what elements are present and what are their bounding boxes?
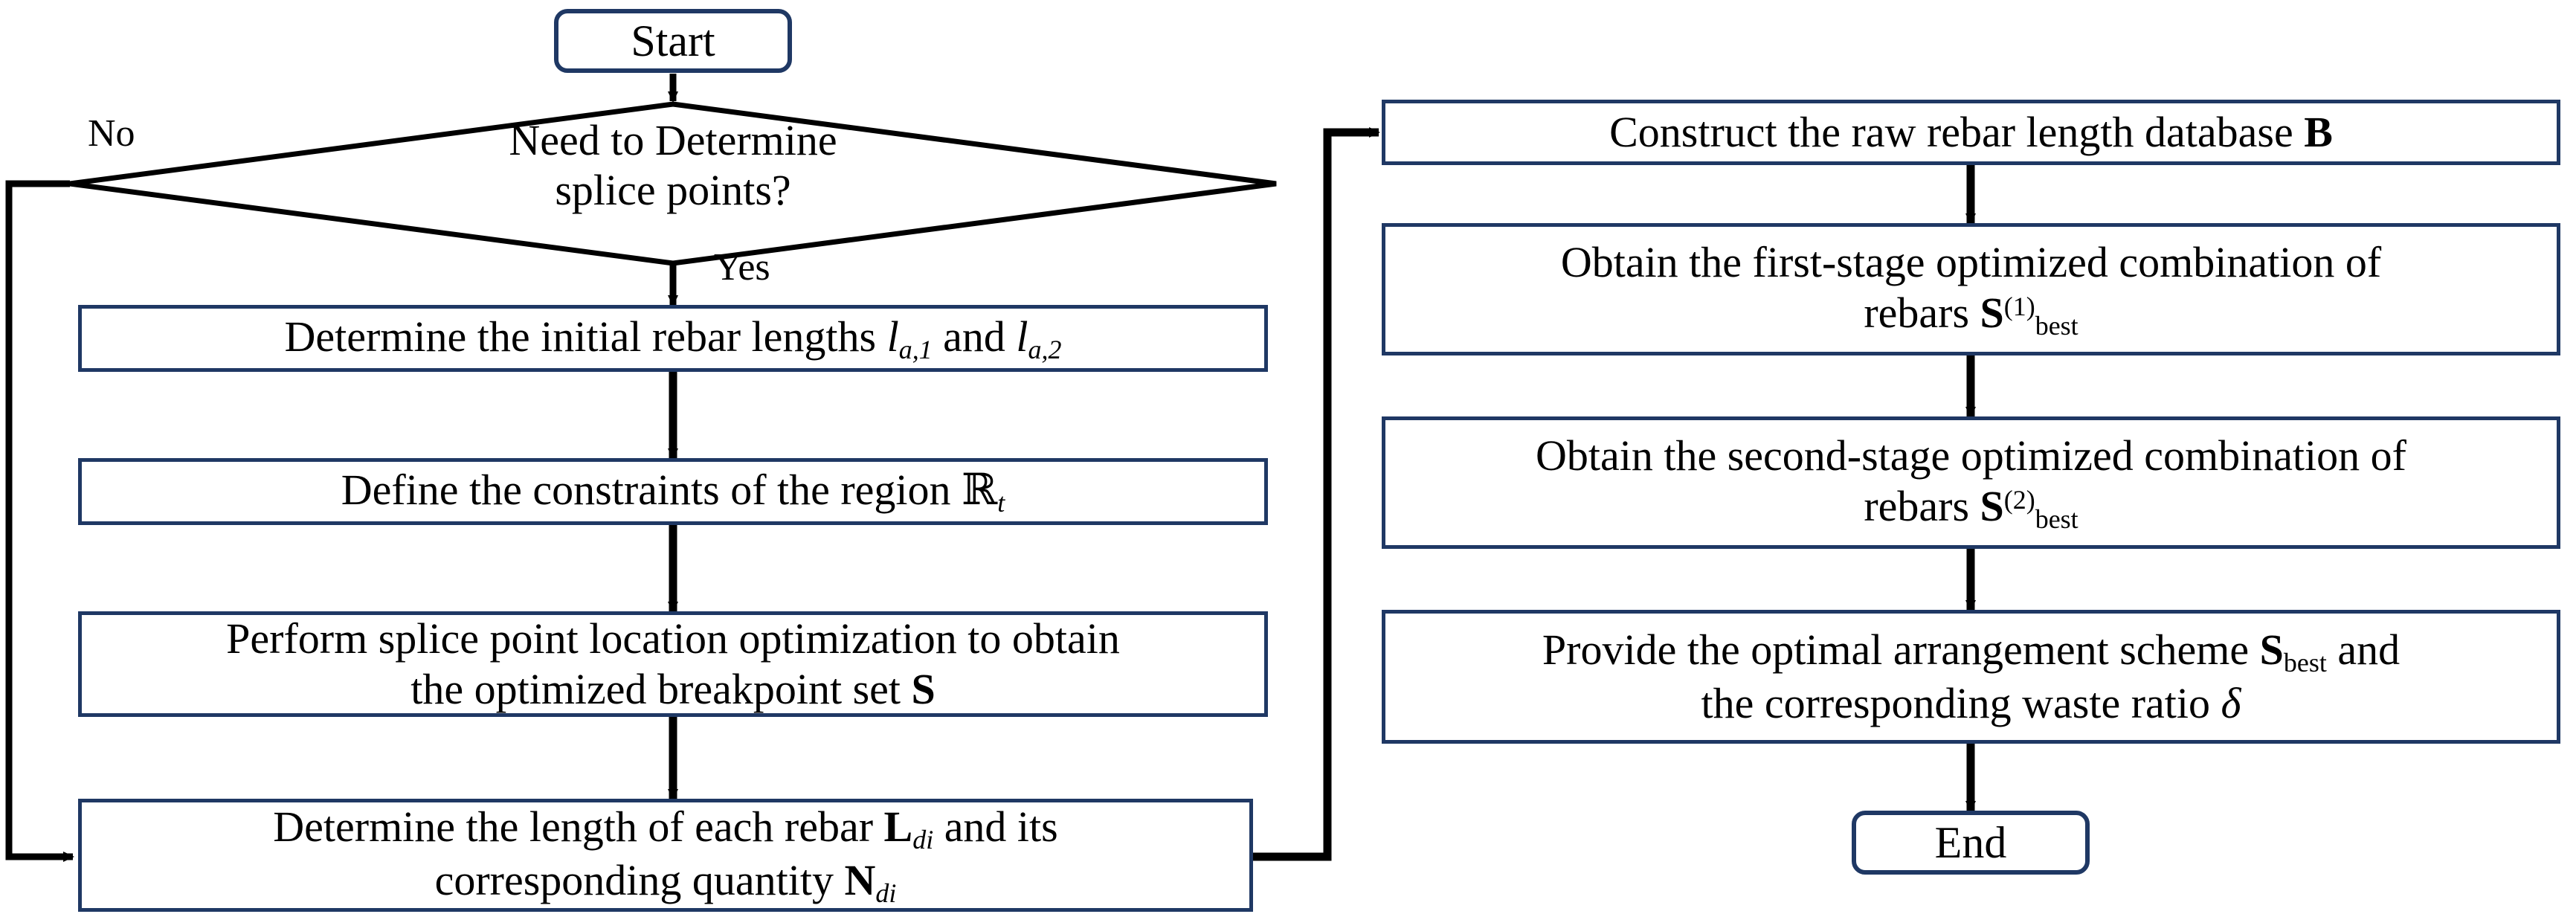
sub-la2: a,2 — [1028, 334, 1062, 364]
txt: Determine the length of each rebar — [273, 802, 884, 851]
node-splice-optimization-label: Perform splice point location optimizati… — [92, 614, 1254, 715]
node-rebar-length[interactable]: Determine the length of each rebar Ldi a… — [78, 799, 1253, 912]
var-la2: l — [1016, 312, 1028, 361]
txt: and its — [933, 802, 1058, 851]
txt: the optimized breakpoint set — [410, 665, 912, 713]
var-B: B — [2304, 107, 2333, 156]
decision-line-1: Need to Determine — [509, 116, 837, 164]
txt: Provide the optimal arrangement scheme — [1542, 625, 2260, 674]
node-start-label: Start — [631, 16, 715, 65]
node-constraints[interactable]: Define the constraints of the region ℝt — [78, 458, 1268, 525]
node-second-stage-label: Obtain the second-stage optimized combin… — [1396, 431, 2546, 535]
sub-Sbest: best — [2283, 647, 2327, 678]
txt: rebars — [1864, 481, 1980, 530]
sub-S1: best — [2035, 311, 2078, 341]
node-second-stage[interactable]: Obtain the second-stage optimized combin… — [1382, 416, 2560, 549]
node-provide-scheme-label: Provide the optimal arrangement scheme S… — [1396, 625, 2546, 730]
txt: Determine the initial rebar lengths — [284, 312, 887, 361]
var-N: N — [844, 856, 876, 904]
txt: and — [2326, 625, 2400, 674]
node-splice-optimization[interactable]: Perform splice point location optimizati… — [78, 611, 1268, 717]
sub-L: di — [912, 824, 934, 855]
node-end-label: End — [1934, 817, 2007, 867]
arrow-rebar-to-database — [1253, 127, 1380, 861]
edge-label-no: No — [88, 112, 135, 155]
var-delta: δ — [2221, 679, 2241, 728]
var-la1: l — [886, 312, 899, 361]
line-1: Obtain the first-stage optimized combina… — [1560, 237, 2382, 286]
sub-N: di — [875, 878, 897, 909]
edge-label-yes: Yes — [714, 246, 770, 289]
sub-S2: best — [2035, 504, 2078, 535]
txt: the corresponding waste ratio — [1701, 679, 2221, 728]
var-Sbest: S — [2259, 625, 2284, 674]
var-region: ℝ — [962, 464, 998, 515]
var-L: L — [883, 802, 913, 851]
node-first-stage[interactable]: Obtain the first-stage optimized combina… — [1382, 223, 2560, 355]
sup-S2: (2) — [2003, 484, 2035, 515]
node-database[interactable]: Construct the raw rebar length database … — [1382, 100, 2560, 165]
node-provide-scheme[interactable]: Provide the optimal arrangement scheme S… — [1382, 610, 2560, 744]
sub-region: t — [997, 488, 1005, 518]
var-S1: S — [1980, 288, 2004, 337]
var-S2: S — [1980, 481, 2004, 530]
node-database-label: Construct the raw rebar length database … — [1396, 107, 2546, 158]
txt: and — [932, 312, 1017, 361]
decision-text: Need to Determine splice points? — [413, 115, 933, 216]
node-initial-lengths-label: Determine the initial rebar lengths la,1… — [92, 312, 1254, 365]
txt: corresponding quantity — [434, 856, 845, 904]
node-end[interactable]: End — [1852, 811, 2090, 875]
line-1: Perform splice point location optimizati… — [226, 614, 1120, 663]
var-S: S — [911, 665, 936, 713]
line-1: Obtain the second-stage optimized combin… — [1536, 431, 2406, 480]
node-start[interactable]: Start — [554, 9, 792, 73]
txt: Construct the raw rebar length database — [1609, 107, 2305, 156]
decision-line-2: splice points? — [555, 166, 791, 215]
node-rebar-length-label: Determine the length of each rebar Ldi a… — [92, 802, 1239, 910]
node-constraints-label: Define the constraints of the region ℝt — [92, 464, 1254, 518]
txt: rebars — [1864, 288, 1980, 337]
node-first-stage-label: Obtain the first-stage optimized combina… — [1396, 237, 2546, 342]
node-initial-lengths[interactable]: Determine the initial rebar lengths la,1… — [78, 305, 1268, 372]
txt: Define the constraints of the region — [341, 466, 962, 515]
sub-la1: a,1 — [898, 334, 933, 364]
sup-S1: (1) — [2003, 291, 2035, 321]
arrow-no-feedback — [5, 180, 74, 862]
